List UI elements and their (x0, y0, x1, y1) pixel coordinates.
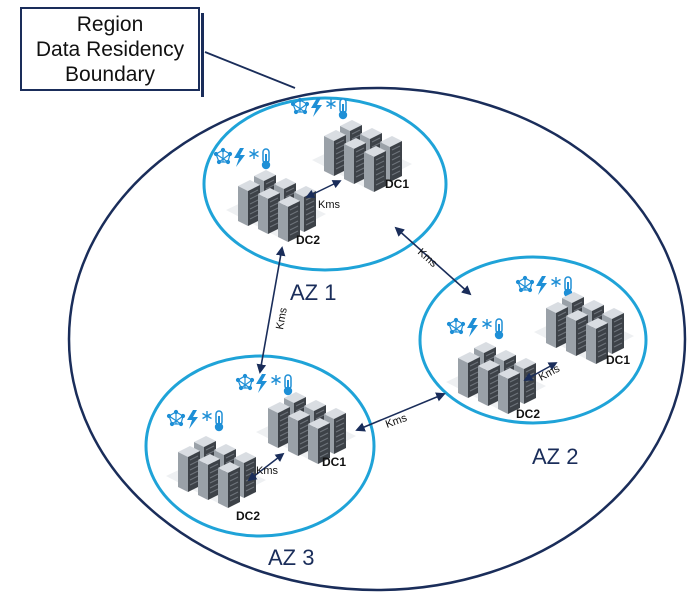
az1-dc2-icons (213, 147, 271, 170)
az2-dc1-label: DC1 (606, 353, 630, 367)
az2-az3-link (355, 392, 446, 432)
az1-az3-link-label: Kms (274, 306, 290, 330)
az2-intra-link (523, 362, 558, 381)
az3-intra-link (247, 452, 285, 482)
az2-dc2-icons (446, 317, 504, 340)
az1-dc1-icons (290, 97, 348, 120)
az3-label: AZ 3 (268, 545, 314, 570)
region-label-connector (204, 51, 296, 89)
az1-intra-link (305, 180, 342, 198)
az1-az2-link (394, 226, 472, 296)
az3-dc2-server-rack-icon (166, 436, 266, 508)
az2-boundary (418, 255, 648, 425)
az2-az3-link-label: Kms (384, 412, 409, 431)
az2-intra-link-label: Kms (537, 362, 562, 383)
az1-dc1-label: DC1 (385, 177, 409, 191)
region-boundary (67, 86, 687, 592)
az1-dc2-label: DC2 (296, 233, 320, 247)
az1-boundary (202, 96, 448, 272)
region-subtitle-line2: Boundary (65, 62, 155, 86)
az3-dc1-icons (235, 373, 293, 396)
az1-az3-link (256, 246, 286, 374)
az2-dc2-label: DC2 (516, 407, 540, 421)
az3-dc2-icons (166, 409, 224, 432)
az2-dc1-icons (515, 275, 573, 298)
region-title: Region (76, 12, 144, 36)
az1-label: AZ 1 (290, 280, 336, 305)
az3-dc1-server-rack-icon (256, 392, 356, 464)
az2-label: AZ 2 (532, 444, 578, 469)
az1-intra-link-label: Kms (318, 199, 341, 211)
region-label-box: Region Data Residency Boundary (20, 7, 204, 97)
az3-dc2-label: DC2 (236, 509, 260, 523)
az1-dc2-server-rack-icon (226, 170, 326, 242)
az3-intra-link-label: Kms (256, 465, 279, 477)
az1-az2-link-label: Kms (415, 246, 440, 270)
az3-dc1-label: DC1 (322, 455, 346, 469)
region-subtitle-line1: Data Residency (35, 37, 185, 61)
region-label-edge (201, 13, 204, 97)
